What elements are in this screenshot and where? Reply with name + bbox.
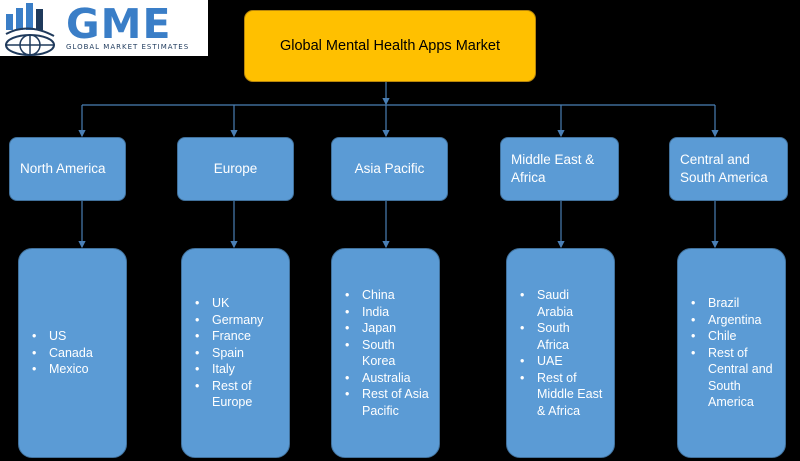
region-label: Middle East & Africa [511,152,595,185]
list-item: Brazil [691,295,778,312]
root-node: Global Mental Health Apps Market [244,10,536,82]
region-label: Central and South America [680,152,768,185]
list-item: Argentina [691,312,778,329]
list-item: Australia [345,370,430,387]
countries-north-america: US Canada Mexico [18,248,127,458]
region-label: Europe [213,161,258,176]
countries-europe: UK Germany France Spain Italy Rest of Eu… [181,248,290,458]
logo-wordmark: GME [66,0,172,48]
list-item: Rest of Asia Pacific [345,386,430,419]
list-item: Mexico [32,361,93,378]
countries-central-south-america: Brazil Argentina Chile Rest of Central a… [677,248,786,458]
region-north-america: North America [9,137,126,201]
country-list: US Canada Mexico [19,328,93,378]
country-list: UK Germany France Spain Italy Rest of Eu… [182,295,264,411]
list-item: Spain [195,345,263,362]
region-label: North America [20,161,106,176]
list-item: India [345,304,430,321]
globe-bars-icon [5,3,55,56]
region-asia-pacific: Asia Pacific [331,137,448,201]
gme-logo: GME GLOBAL MARKET ESTIMATES [0,0,208,56]
list-item: Saudi Arabia [520,287,587,320]
list-item: South Korea [345,337,412,370]
list-item: Italy [195,361,263,378]
country-list: Saudi Arabia South Africa UAE Rest of Mi… [507,287,607,419]
list-item: South Africa [520,320,587,353]
list-item: Canada [32,345,93,362]
region-europe: Europe [177,137,294,201]
list-item: UK [195,295,263,312]
list-item: Chile [691,328,778,345]
country-list: Brazil Argentina Chile Rest of Central a… [678,295,778,411]
logo-tagline: GLOBAL MARKET ESTIMATES [66,43,190,51]
countries-asia-pacific: China India Japan South Korea Australia … [331,248,440,458]
list-item: Germany [195,312,264,329]
list-item: Rest of Central and South America [691,345,778,411]
list-item: Japan [345,320,430,337]
countries-middle-east-africa: Saudi Arabia South Africa UAE Rest of Mi… [506,248,615,458]
region-middle-east-africa: Middle East & Africa [500,137,619,201]
list-item: China [345,287,430,304]
list-item: US [32,328,93,345]
diagram-title: Global Mental Health Apps Market [279,38,501,54]
region-central-south-america: Central and South America [669,137,788,201]
list-item: Rest of Europe [195,378,262,411]
list-item: Rest of Middle East & Africa [520,370,607,420]
country-list: China India Japan South Korea Australia … [332,287,430,419]
list-item: UAE [520,353,607,370]
list-item: France [195,328,263,345]
region-label: Asia Pacific [354,161,425,176]
